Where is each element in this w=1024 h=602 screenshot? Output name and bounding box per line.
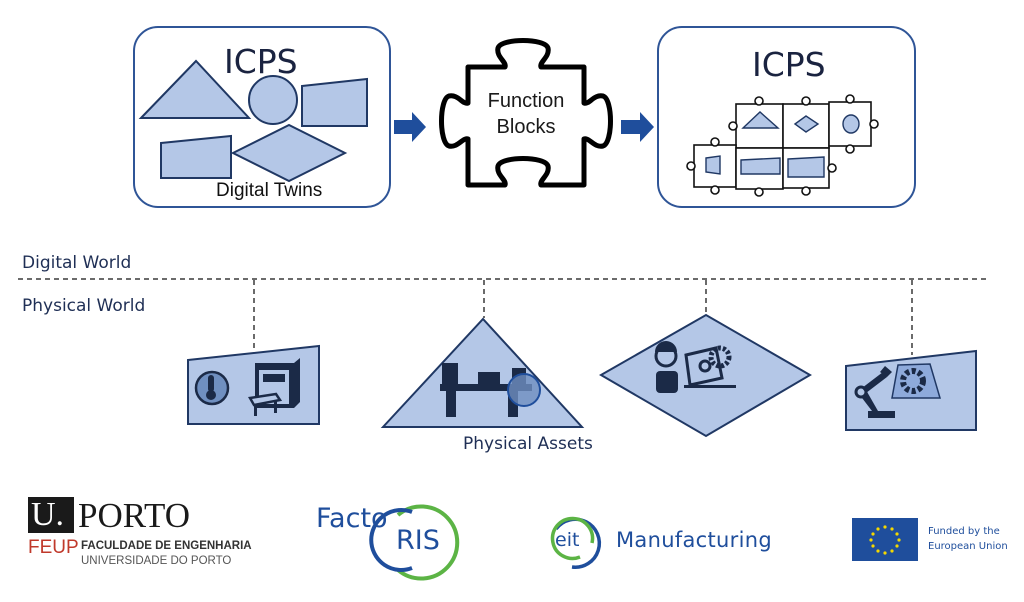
mini-icons — [705, 111, 860, 178]
factoris-part2: RIS — [396, 525, 440, 556]
dt-triangle — [138, 59, 252, 119]
eu-funded-line1: Funded by the — [928, 526, 1000, 537]
gear-panel — [891, 363, 942, 399]
dt-circle — [248, 75, 298, 125]
eit-mark: eit — [555, 529, 580, 551]
robot-arm-icon — [854, 366, 895, 418]
uporto-u-block — [28, 497, 74, 533]
function-blocks-line2: Blocks — [496, 116, 556, 138]
arrow-right-icon — [621, 112, 654, 142]
arrow-right-icon — [394, 112, 426, 142]
operator-icon — [654, 341, 736, 393]
puzzle-piece-icon — [439, 38, 613, 188]
dt-trapezoid-right — [301, 77, 368, 127]
physical-world-label: Physical World — [22, 296, 146, 316]
feup-label: FEUP — [28, 537, 79, 558]
eu-funded-line2: European Union — [928, 541, 1008, 552]
university-label: UNIVERSIDADE DO PORTO — [81, 555, 232, 567]
dt-diamond — [230, 123, 348, 183]
function-blocks-label: Function Blocks — [468, 88, 584, 140]
eit-manufacturing: Manufacturing — [616, 528, 772, 552]
oven-icon — [248, 358, 300, 416]
dt-trapezoid-left — [160, 134, 232, 179]
digital-world-label: Digital World — [22, 253, 132, 273]
gear-icon — [900, 368, 926, 394]
factoris-ring-green — [396, 504, 460, 581]
right-icps-title: ICPS — [752, 45, 826, 84]
uporto-u: U. — [31, 496, 65, 533]
lathe-icon — [440, 363, 532, 417]
factoris-ring-blue — [369, 508, 413, 572]
uporto-porto: PORTO — [78, 496, 191, 535]
physical-assets-label: Physical Assets — [463, 434, 593, 454]
factoris-part1: Facto — [316, 503, 388, 534]
left-icps-title: ICPS — [224, 42, 298, 81]
faculty-label: FACULDADE DE ENGENHARIA — [81, 540, 252, 552]
eit-ring-green — [550, 516, 595, 561]
function-blocks-line1: Function — [487, 90, 565, 112]
sensor-wifi-icon — [507, 373, 541, 407]
digital-twins-caption: Digital Twins — [216, 180, 323, 201]
eu-stars — [869, 525, 901, 555]
